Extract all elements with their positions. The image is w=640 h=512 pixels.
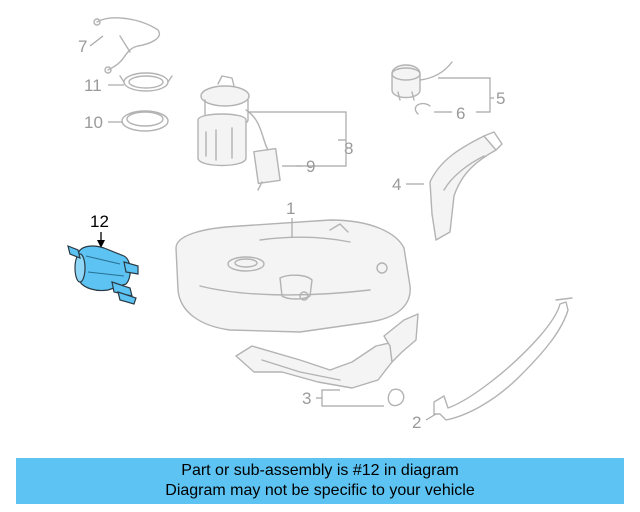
part-9-sender bbox=[253, 147, 281, 191]
callout-5[interactable]: 5 bbox=[496, 89, 505, 108]
banner-line-1: Part or sub-assembly is #12 in diagram bbox=[181, 462, 459, 479]
part-1-fuel-tank bbox=[175, 219, 411, 333]
leader-2 bbox=[425, 413, 437, 421]
part-10-seal bbox=[121, 110, 169, 132]
parts-diagram: 7 11 10 8 9 5 6 bbox=[67, 17, 573, 432]
leader-7 bbox=[89, 35, 104, 47]
leader-5 bbox=[438, 77, 494, 113]
part-11-ring bbox=[119, 72, 173, 92]
part-4-filler-pipe bbox=[429, 131, 503, 241]
banner-line-2: Diagram may not be specific to your vehi… bbox=[165, 482, 475, 499]
callout-12[interactable]: 12 bbox=[90, 212, 109, 231]
callout-3[interactable]: 3 bbox=[302, 389, 311, 408]
info-banner: Part or sub-assembly is #12 in diagram D… bbox=[16, 458, 624, 504]
callout-10[interactable]: 10 bbox=[84, 113, 103, 132]
callout-6[interactable]: 6 bbox=[456, 104, 465, 123]
callout-11[interactable]: 11 bbox=[84, 76, 102, 95]
leader-3 bbox=[316, 389, 384, 407]
part-12-fuel-filter[interactable] bbox=[67, 245, 139, 305]
callout-7[interactable]: 7 bbox=[78, 37, 87, 56]
leader-8 bbox=[248, 111, 347, 167]
part-7-cable bbox=[93, 17, 161, 74]
part-8-pump-module bbox=[197, 75, 269, 167]
callout-2[interactable]: 2 bbox=[412, 413, 421, 432]
part-5-filler-cap bbox=[391, 61, 453, 101]
part-2-tank-strap bbox=[433, 297, 573, 421]
callout-1[interactable]: 1 bbox=[286, 199, 295, 218]
callout-8[interactable]: 8 bbox=[344, 139, 353, 158]
part-3-heat-shield bbox=[235, 313, 419, 407]
callout-9[interactable]: 9 bbox=[306, 157, 315, 176]
part-6-clip bbox=[414, 102, 431, 115]
leader-12-arrowhead bbox=[97, 240, 105, 248]
callout-4[interactable]: 4 bbox=[392, 175, 401, 194]
